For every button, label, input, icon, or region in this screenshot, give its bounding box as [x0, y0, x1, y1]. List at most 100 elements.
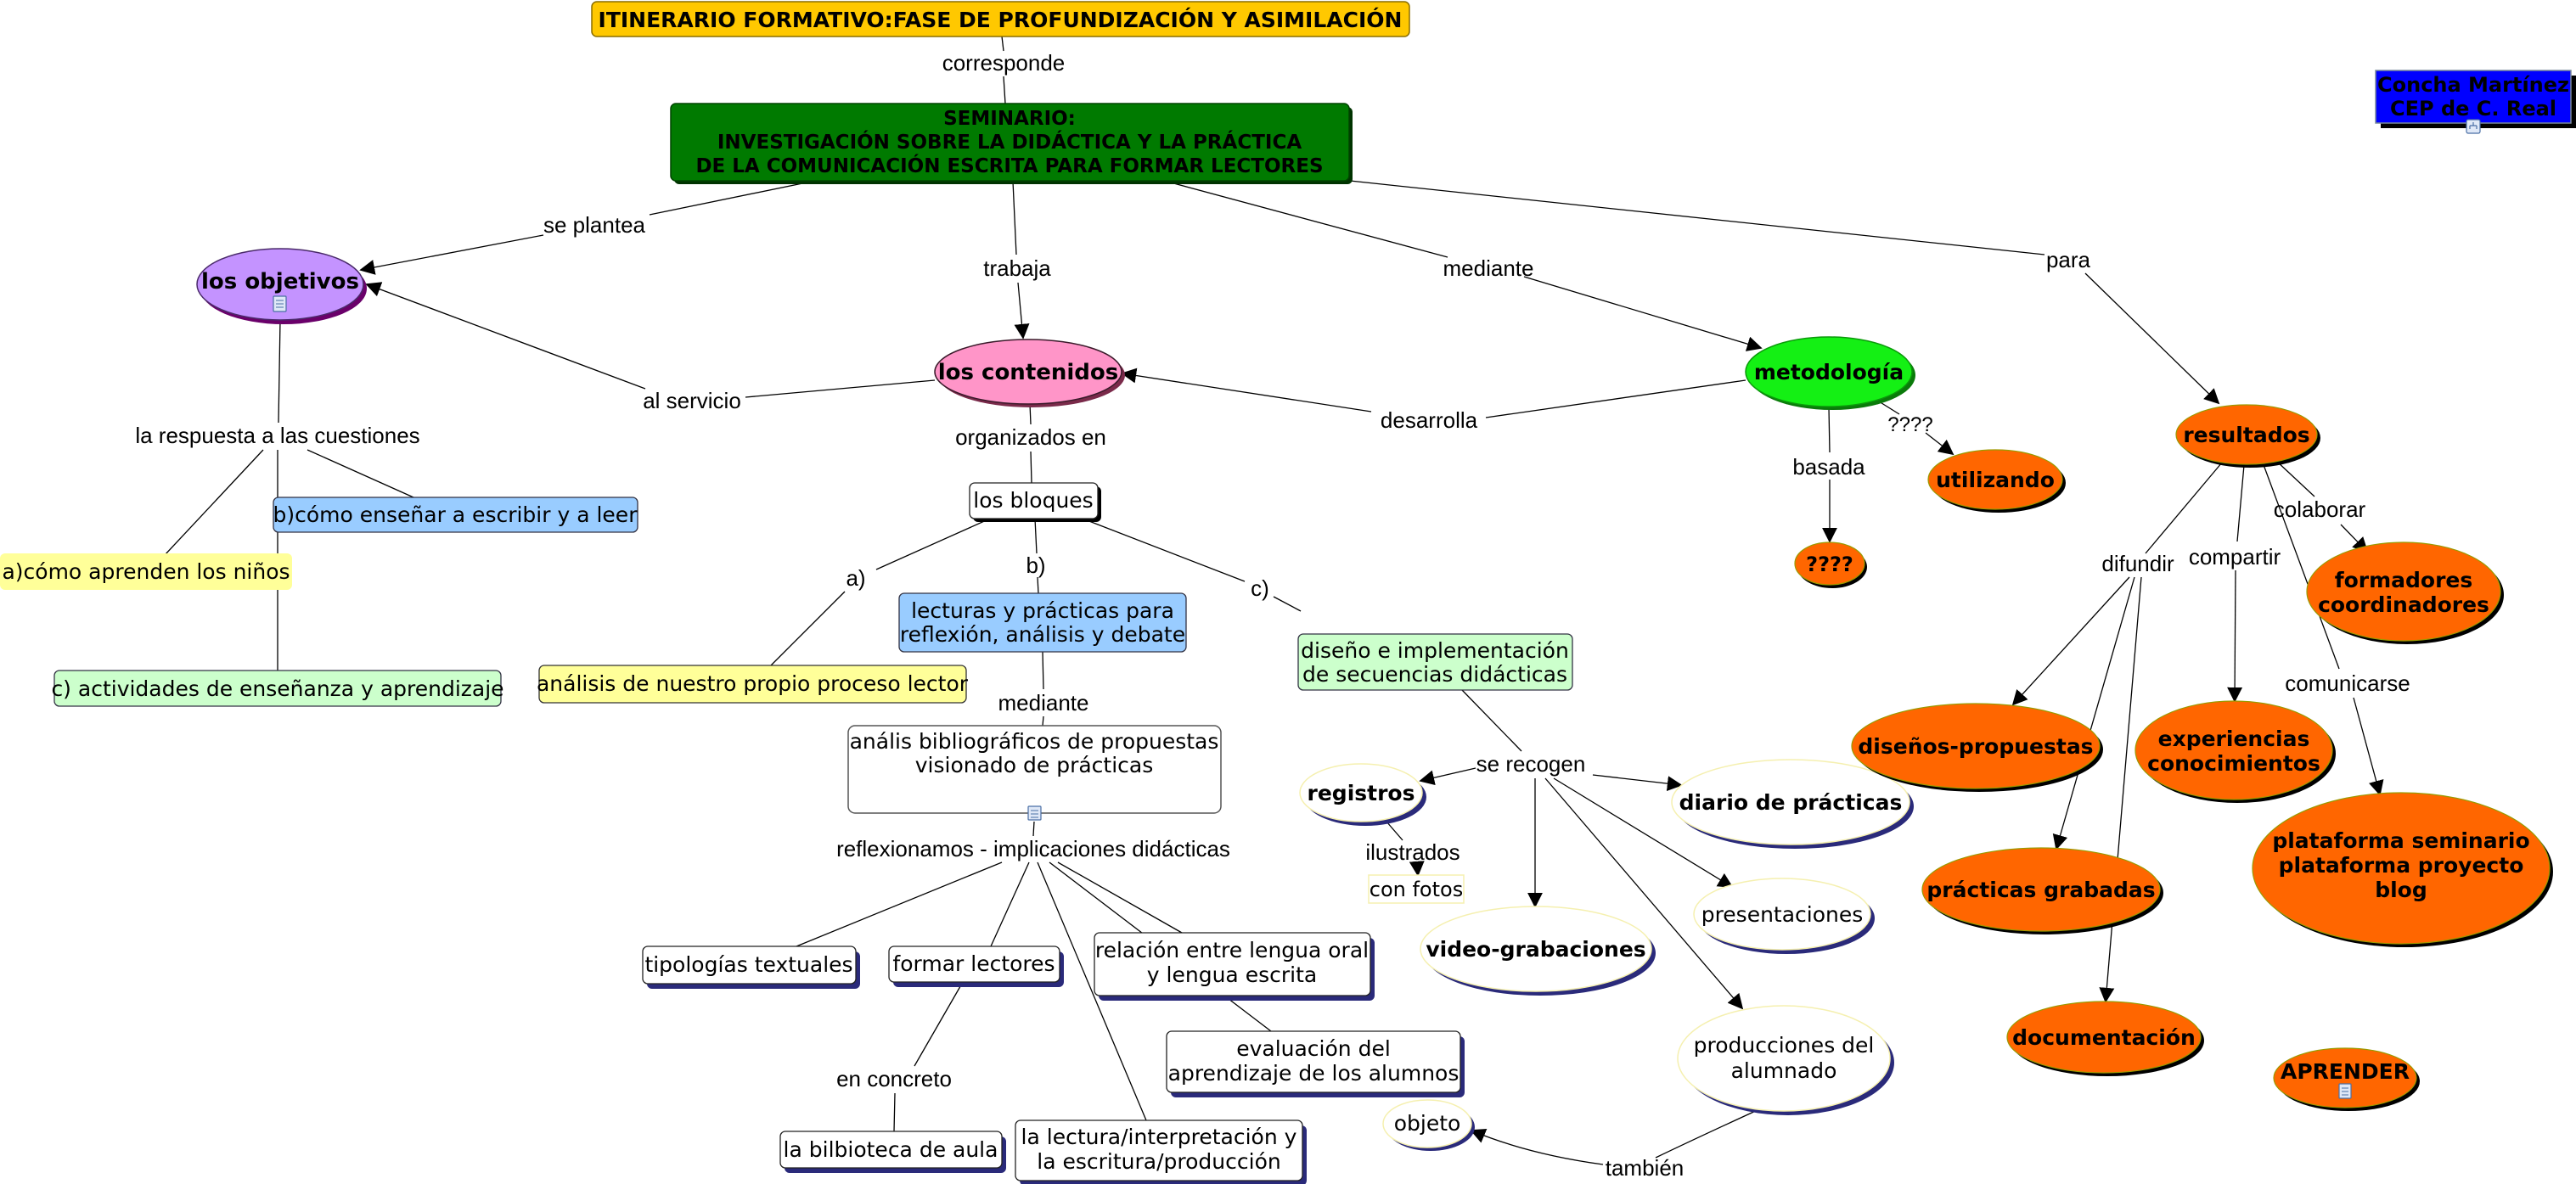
- relacion-node[interactable]: relación entre lengua oral y lengua escr…: [1094, 932, 1375, 1001]
- edge: [1014, 282, 1030, 339]
- edge: [2353, 697, 2384, 796]
- author-node[interactable]: Concha Martínez CEP de C. Real: [2375, 70, 2576, 134]
- biblioteca-node[interactable]: la bilbioteca de aula: [779, 1131, 1006, 1173]
- link-comunicarse: comunicarse: [2285, 671, 2410, 696]
- video-text: video-grabaciones: [1426, 937, 1645, 962]
- edge: [1030, 451, 1032, 484]
- presentaciones-node[interactable]: presentaciones: [1693, 878, 1875, 954]
- edge: [796, 861, 1003, 947]
- formar-lectores-node[interactable]: formar lectores: [888, 946, 1064, 987]
- link-reflexionamos: reflexionamos - implicaciones didácticas: [836, 836, 1230, 861]
- link-colaborar: colaborar: [2274, 497, 2366, 522]
- edge: [1012, 181, 1017, 255]
- tipologias-node[interactable]: tipologías textuales: [642, 946, 860, 989]
- objetivo-a-node[interactable]: a)cómo aprenden los niños: [0, 553, 292, 590]
- evaluacion-line-1: evaluación del: [1236, 1036, 1391, 1061]
- edge: [1167, 181, 1448, 258]
- link-question: ????: [1887, 413, 1932, 436]
- evaluacion-line-2: aprendizaje de los alumnos: [1168, 1061, 1460, 1086]
- producciones-line-2: alumnado: [1731, 1058, 1837, 1083]
- edge: [1121, 368, 1372, 412]
- con-fotos-node[interactable]: con fotos: [1368, 874, 1465, 904]
- bloque-c-line-1: diseño e implementación: [1301, 638, 1569, 663]
- documentacion-node[interactable]: documentación: [2006, 1001, 2204, 1076]
- evaluacion-node[interactable]: evaluación del aprendizaje de los alumno…: [1166, 1030, 1465, 1097]
- resource-document-icon[interactable]: [1027, 805, 1042, 821]
- bloque-a-node[interactable]: análisis de nuestro propio proceso lecto…: [537, 665, 969, 704]
- formadores-node[interactable]: formadores coordinadores: [2306, 541, 2504, 644]
- link-difundir: difundir: [2101, 551, 2174, 576]
- objetivo-c-node[interactable]: c) actividades de enseñanza y aprendizaj…: [51, 670, 504, 707]
- practicas-grabadas-node[interactable]: prácticas grabadas: [1921, 847, 2163, 934]
- bloques-node[interactable]: los bloques: [969, 482, 1101, 522]
- objeto-text: objeto: [1394, 1111, 1461, 1136]
- link-b: b): [1026, 553, 1045, 578]
- resource-document-icon[interactable]: [2338, 1083, 2352, 1099]
- edge: [893, 1092, 896, 1132]
- unknown-node[interactable]: ????: [1794, 541, 1867, 588]
- edge: [1273, 596, 1302, 612]
- link-compartir: compartir: [2189, 544, 2281, 570]
- link-labels: corresponde se plantea trabaja mediante …: [135, 50, 2410, 1181]
- experiencias-node[interactable]: experiencias conocimientos: [2134, 700, 2336, 803]
- link-al-servicio: al servicio: [643, 388, 741, 413]
- edge: [359, 234, 544, 275]
- bloques-text: los bloques: [973, 488, 1093, 513]
- analisis-line-2: visionado de prácticas: [915, 753, 1154, 777]
- disenos-node[interactable]: diseños-propuestas: [1851, 703, 2103, 792]
- producciones-node[interactable]: producciones del alumnado: [1677, 1005, 1894, 1115]
- link-a: a): [846, 565, 865, 591]
- bloque-b-node[interactable]: lecturas y prácticas para reflexión, aná…: [898, 592, 1187, 653]
- lectura-line-1: la lectura/interpretación y: [1021, 1125, 1297, 1149]
- diario-text: diario de prácticas: [1679, 790, 1903, 815]
- edge: [307, 449, 414, 498]
- seminar-line-1: SEMINARIO:: [943, 108, 1076, 130]
- resource-document-icon[interactable]: [273, 295, 287, 312]
- utilizando-node[interactable]: utilizando: [1927, 449, 2066, 513]
- contenidos-node[interactable]: los contenidos: [934, 339, 1125, 407]
- edge: [1419, 767, 1476, 786]
- edges: [164, 36, 2384, 1165]
- aprender-node[interactable]: APRENDER: [2273, 1047, 2420, 1111]
- resultados-text: resultados: [2183, 423, 2309, 447]
- edge: [1828, 407, 1831, 453]
- seminar-node[interactable]: SEMINARIO: INVESTIGACIÓN SOBRE LA DIDÁCT…: [670, 103, 1353, 184]
- edge: [875, 518, 991, 570]
- objetivos-node[interactable]: los objetivos: [196, 248, 367, 324]
- edge: [365, 282, 646, 390]
- concept-map-link-icon[interactable]: [2466, 119, 2481, 134]
- title-node[interactable]: ITINERARIO FORMATIVO:FASE DE PROFUNDIZAC…: [591, 1, 1410, 37]
- edge: [1034, 518, 1038, 554]
- edge: [1544, 777, 1744, 1010]
- resultados-node[interactable]: resultados: [2175, 404, 2320, 468]
- practicas-grabadas-text: prácticas grabadas: [1926, 878, 2155, 902]
- bloque-c-node[interactable]: diseño e implementación de secuencias di…: [1297, 633, 1573, 691]
- bloque-b-line-1: lecturas y prácticas para: [911, 598, 1174, 623]
- edge: [2011, 576, 2130, 706]
- edge: [164, 449, 264, 556]
- link-se-plantea: se plantea: [543, 212, 646, 238]
- registros-node[interactable]: registros: [1299, 763, 1426, 826]
- objetivo-a-text: a)cómo aprenden los niños: [2, 559, 290, 584]
- biblioteca-text: la bilbioteca de aula: [784, 1137, 998, 1162]
- edge: [649, 181, 812, 216]
- diario-node[interactable]: diario de prácticas: [1671, 759, 1914, 849]
- metodologia-node[interactable]: metodología: [1745, 336, 1915, 410]
- presentaciones-text: presentaciones: [1701, 902, 1864, 927]
- edge: [1878, 401, 1900, 415]
- experiencias-line-2: conocimientos: [2147, 751, 2320, 776]
- objetivo-b-node[interactable]: b)cómo enseñar a escribir y a leer: [273, 497, 638, 533]
- video-node[interactable]: video-grabaciones: [1420, 906, 1656, 996]
- edge: [1553, 777, 1734, 888]
- link-desarrolla: desarrolla: [1381, 407, 1478, 433]
- link-basada: basada: [1792, 454, 1865, 480]
- link-mediante: mediante: [1443, 255, 1534, 281]
- edge: [1001, 36, 1004, 52]
- edge: [1029, 403, 1032, 425]
- link-c: c): [1251, 575, 1269, 601]
- objeto-node[interactable]: objeto: [1382, 1099, 1475, 1151]
- analisis-bibliograficos-node[interactable]: anális bibliográficos de propuestas visi…: [847, 725, 1222, 821]
- plataforma-node[interactable]: plataforma seminario plataforma proyecto…: [2252, 792, 2553, 947]
- lectura-escritura-node[interactable]: la lectura/interpretación y la escritura…: [1015, 1119, 1307, 1184]
